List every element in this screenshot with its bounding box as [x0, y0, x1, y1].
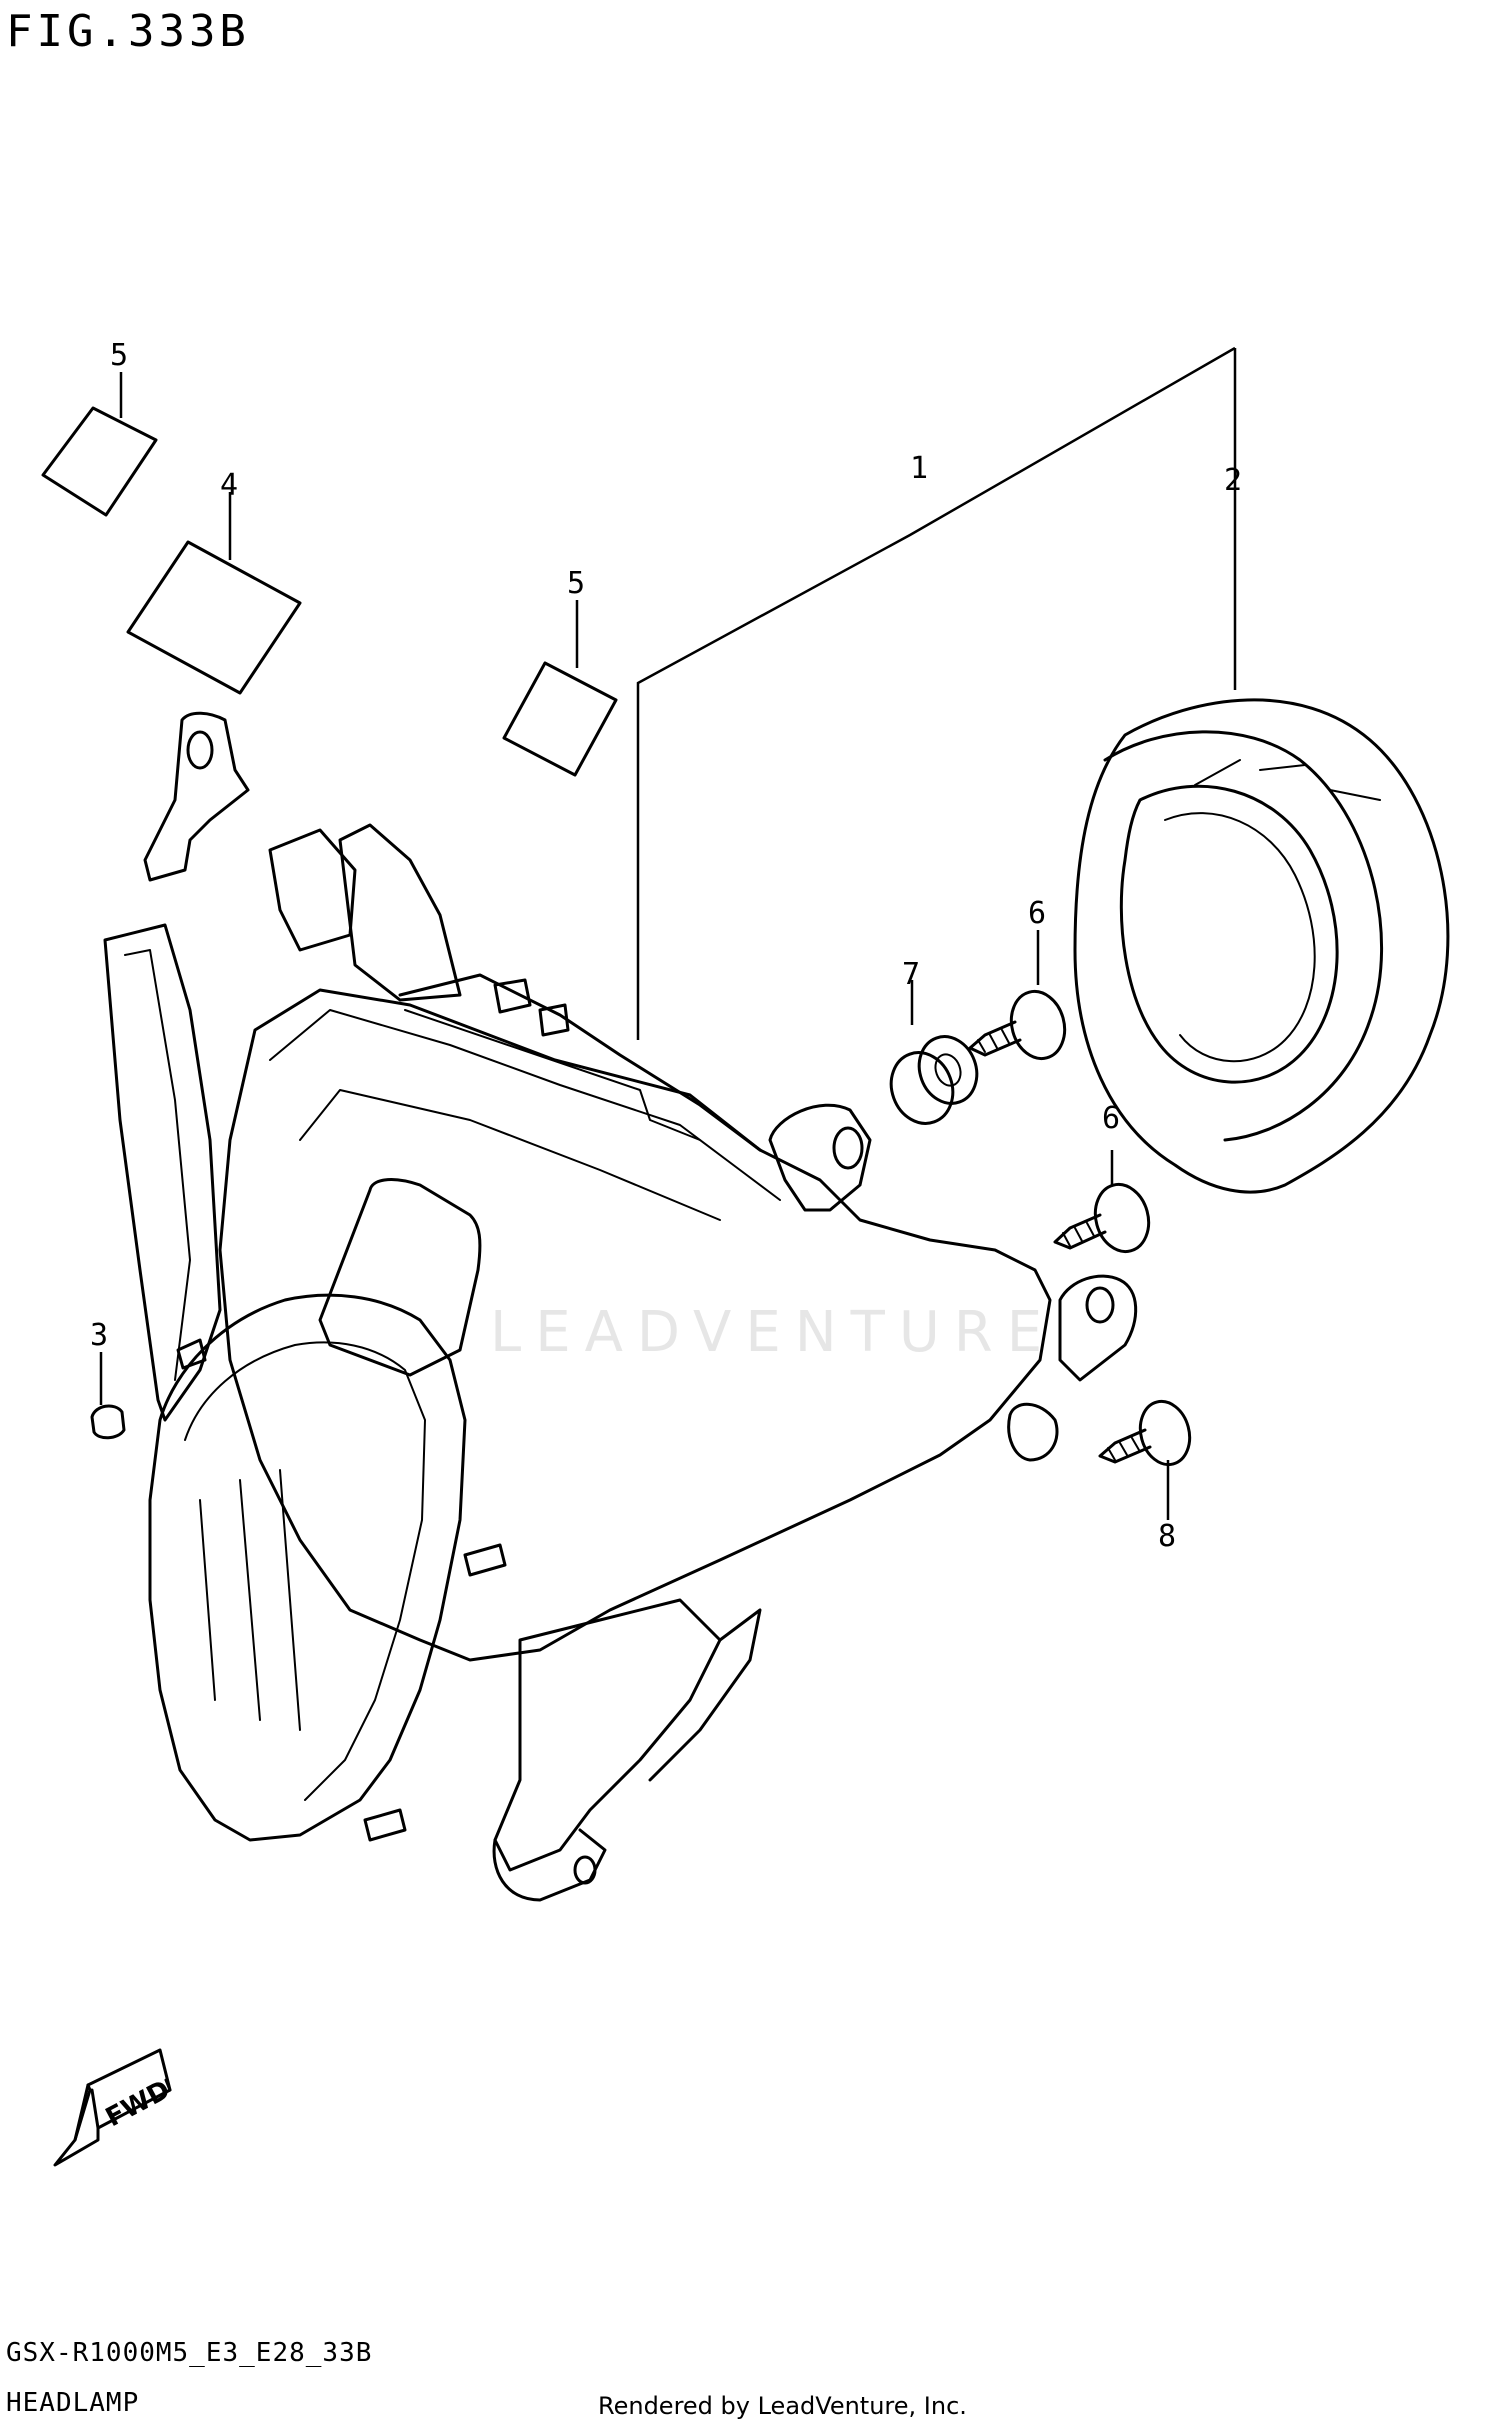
part-6-screw-upper	[968, 989, 1067, 1061]
forward-arrow-icon: FWD	[53, 2048, 175, 2167]
callout-2: 2	[1224, 463, 1242, 498]
watermark: LEADVENTURE	[490, 1300, 1057, 1365]
part-8-screw	[1098, 1399, 1192, 1467]
leader-lines	[99, 346, 1237, 1520]
part-6-screw-middle	[1053, 1182, 1151, 1254]
callout-6-upper: 6	[1028, 896, 1046, 931]
callout-labels: 1 2 3 4 5 5 6 6 7 8	[90, 338, 1242, 1554]
render-credit: Rendered by LeadVenture, Inc.	[598, 2392, 967, 2420]
section-name: HEADLAMP	[6, 2388, 140, 2418]
model-code: GSX-R1000M5_E3_E28_33B	[6, 2338, 373, 2368]
callout-5-center: 5	[567, 566, 585, 601]
part-2-headlamp-rim	[1073, 698, 1450, 1194]
part-3-cap	[90, 1404, 126, 1440]
part-4-label	[126, 540, 302, 695]
callout-5-top: 5	[110, 338, 128, 373]
part-1-headlamp-assembly	[103, 711, 1138, 1902]
callout-3: 3	[90, 1318, 108, 1353]
callout-7: 7	[902, 957, 920, 992]
part-5-label-top-left	[41, 406, 158, 517]
callout-1: 1	[910, 451, 928, 486]
callout-6-middle: 6	[1102, 1101, 1120, 1136]
part-7-grommet	[889, 1035, 979, 1125]
callout-8: 8	[1158, 1519, 1176, 1554]
figure-title: FIG.333B	[6, 6, 250, 57]
part-5-label-center	[502, 661, 618, 777]
fwd-label: FWD	[101, 2075, 175, 2133]
callout-4: 4	[220, 468, 238, 503]
